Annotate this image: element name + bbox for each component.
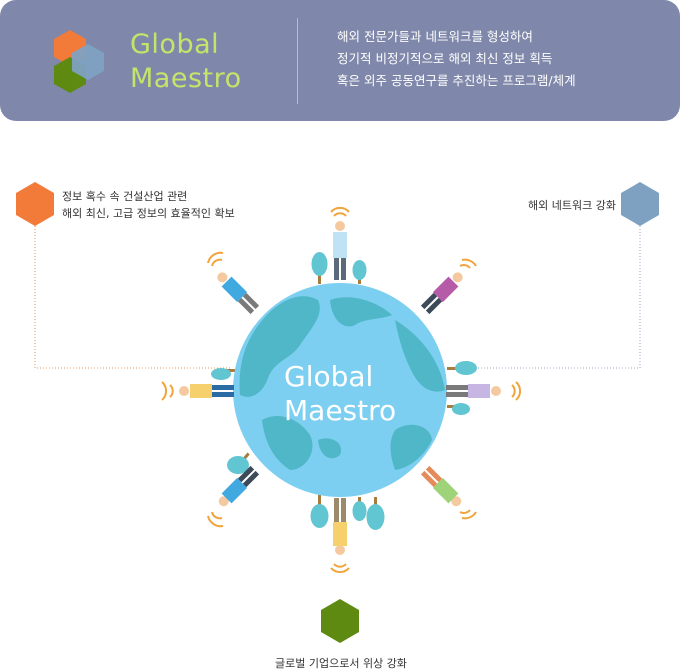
person-topright-icon bbox=[420, 272, 463, 315]
hexagon-orange-icon bbox=[16, 182, 54, 226]
connector-left bbox=[34, 226, 232, 369]
logo-hexagons-icon bbox=[54, 30, 104, 93]
node-label-left: 정보 혹수 속 건설산업 관련 해외 최신, 고급 정보의 효율적인 확보 bbox=[62, 188, 235, 222]
banner-description: 해외 전문가들과 네트워크를 형성하여 정기적 비정기적으로 해외 최신 정보 … bbox=[337, 26, 576, 92]
person-bottomright-icon bbox=[420, 465, 462, 507]
banner-desc-line3: 혹은 외주 공동연구를 추진하는 프로그램/체계 bbox=[337, 73, 576, 88]
hexagon-blue-icon bbox=[621, 182, 659, 226]
banner-title-line2: Maestro bbox=[130, 63, 242, 94]
node-left-line1: 정보 혹수 속 건설산업 관련 bbox=[62, 190, 188, 203]
person-top-icon bbox=[333, 221, 347, 280]
person-right-icon bbox=[446, 384, 501, 398]
globe-title-line1: Global bbox=[284, 360, 374, 393]
banner-title-line1: Global bbox=[130, 29, 220, 60]
header-banner: Global Maestro 해외 전문가들과 네트워크를 형성하여 정기적 비… bbox=[0, 0, 680, 121]
hexagon-green-icon bbox=[321, 599, 359, 643]
person-bottom-icon bbox=[333, 498, 347, 555]
globe-title-line2: Maestro bbox=[284, 394, 397, 427]
connector-right bbox=[450, 226, 641, 369]
node-label-right: 해외 네트워크 강화 bbox=[528, 199, 616, 212]
person-topleft-icon bbox=[217, 272, 260, 315]
banner-title: Global Maestro bbox=[130, 28, 242, 96]
person-bottomleft-icon bbox=[218, 465, 260, 507]
node-left-line2: 해외 최신, 고급 정보의 효율적인 확보 bbox=[62, 207, 235, 220]
node-label-bottom: 글로벌 기업으로서 위상 강화 bbox=[275, 657, 407, 670]
banner-divider bbox=[297, 18, 298, 104]
banner-desc-line2: 정기적 비정기적으로 해외 최신 정보 획득 bbox=[337, 51, 553, 66]
wifi-signals-icon bbox=[161, 206, 522, 574]
globe-title: Global Maestro bbox=[284, 360, 396, 428]
banner-desc-line1: 해외 전문가들과 네트워크를 형성하여 bbox=[337, 29, 533, 44]
globe-land bbox=[239, 296, 445, 470]
trees bbox=[211, 252, 477, 530]
person-left-icon bbox=[179, 384, 234, 398]
